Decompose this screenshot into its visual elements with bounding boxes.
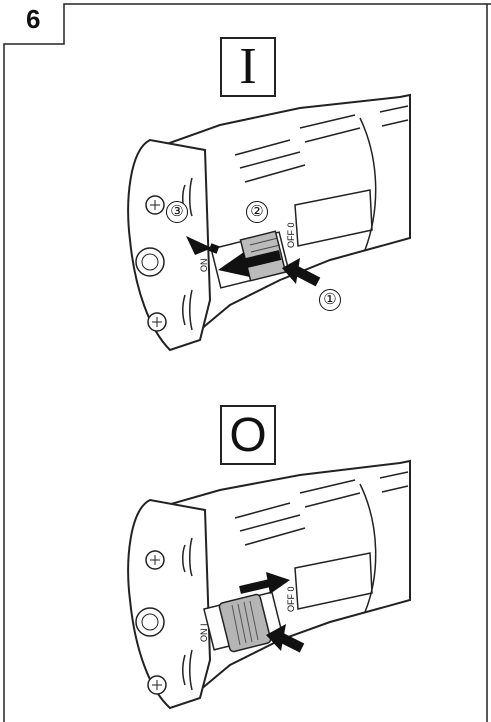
step-3-marker: ③ (166, 201, 188, 223)
figure-number: 6 (26, 4, 41, 34)
mode-off-symbol: O (220, 405, 276, 465)
on-panel-on-label: ON (199, 259, 209, 273)
grinder-on-illustration (127, 93, 411, 352)
on-panel-off-label: OFF 0 (286, 222, 296, 248)
off-panel-off-label: OFF 0 (286, 586, 296, 612)
step-2-marker: ② (246, 201, 268, 223)
off-panel-on-label: ON I (199, 623, 209, 642)
mode-on-symbol: I (220, 37, 276, 97)
step-1-marker: ① (319, 289, 341, 311)
grinder-off-illustration (127, 459, 411, 710)
page-frame-line (3, 3, 491, 722)
